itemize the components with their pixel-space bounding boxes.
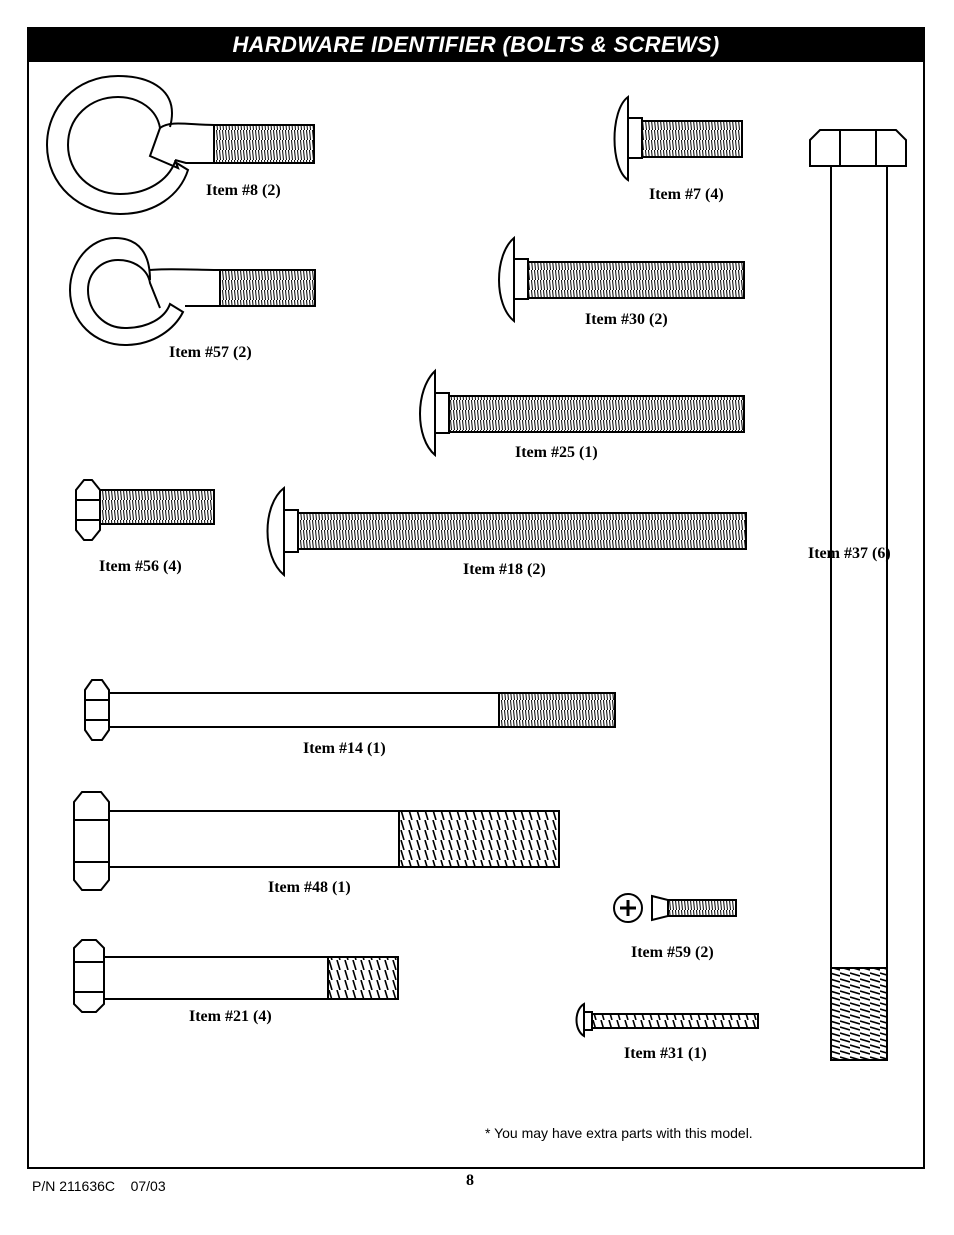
item-14-label: Item #14 (1)	[303, 740, 386, 757]
item-21-label: Item #21 (4)	[189, 1008, 272, 1025]
carriage-bolt-icon	[419, 368, 745, 458]
page-number: 8	[466, 1172, 474, 1189]
item-31-label: Item #31 (1)	[624, 1045, 707, 1062]
hex-bolt-icon	[84, 679, 616, 741]
item-18-label: Item #18 (2)	[463, 561, 546, 578]
item-48-label: Item #48 (1)	[268, 879, 351, 896]
hex-bolt-icon	[809, 129, 907, 1061]
hex-bolt-icon	[73, 939, 399, 1013]
item-59-label: Item #59 (2)	[631, 944, 714, 961]
item-8-label: Item #8 (2)	[206, 182, 281, 199]
item-7-label: Item #7 (4)	[649, 186, 724, 203]
item-57-label: Item #57 (2)	[169, 344, 252, 361]
item-56-label: Item #56 (4)	[99, 558, 182, 575]
part-number: P/N 211636C	[32, 1178, 116, 1194]
pan-head-screw-icon	[575, 1002, 759, 1038]
eye-bolt-icon	[45, 74, 315, 216]
eye-bolt-icon	[68, 236, 316, 347]
item-30-label: Item #30 (2)	[585, 311, 668, 328]
footer-part-number: P/N 211636C 07/03	[32, 1178, 166, 1194]
item-25-label: Item #25 (1)	[515, 444, 598, 461]
carriage-bolt-icon	[266, 485, 747, 578]
extra-parts-note: * You may have extra parts with this mod…	[485, 1125, 753, 1141]
hex-bolt-icon	[73, 791, 560, 891]
phillips-screw-icon	[613, 893, 737, 923]
flange-bolt-icon	[75, 479, 215, 541]
carriage-bolt-icon	[498, 235, 745, 324]
item-37-label: Item #37 (6)	[808, 545, 891, 562]
page-title: HARDWARE IDENTIFIER (BOLTS & SCREWS)	[27, 27, 925, 62]
carriage-bolt-icon	[613, 95, 743, 182]
revision-date: 07/03	[130, 1178, 166, 1194]
